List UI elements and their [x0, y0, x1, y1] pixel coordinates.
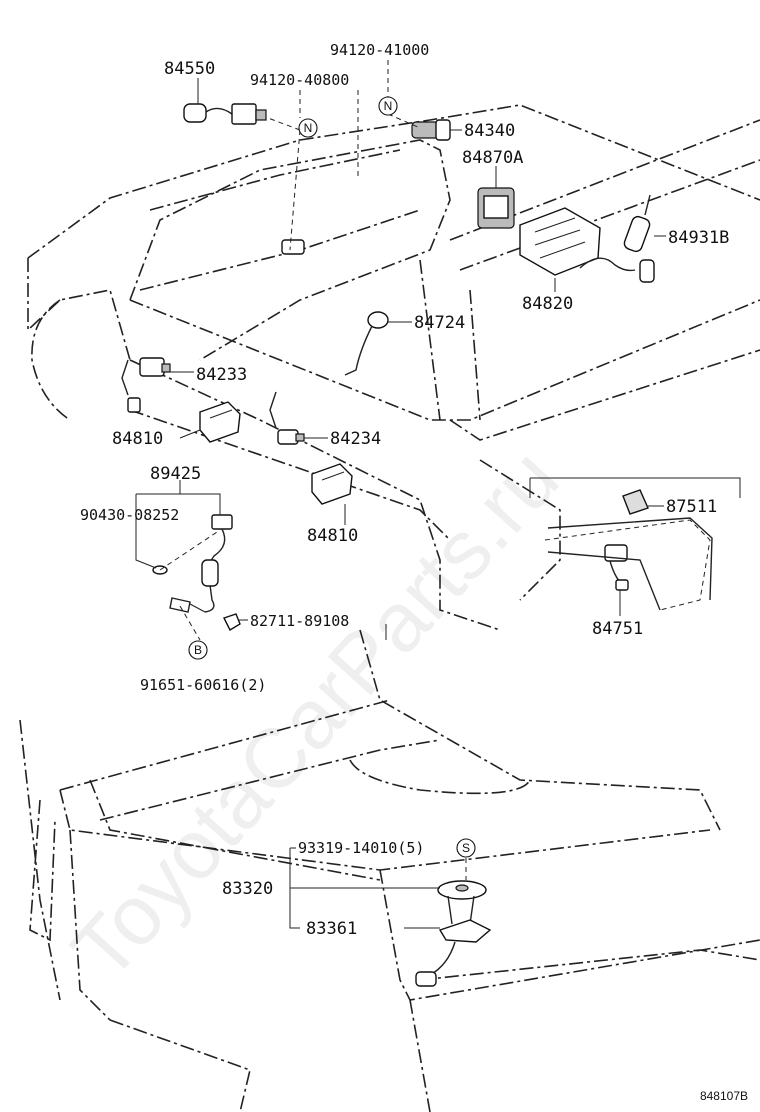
part-84751-sensor	[604, 544, 629, 591]
label-84233: 84233	[196, 365, 247, 385]
label-84724: 84724	[414, 313, 465, 333]
label-84870A: 84870A	[462, 148, 523, 168]
part-87511-pad	[622, 489, 649, 515]
label-94120-40800: 94120-40800	[250, 71, 349, 89]
marker-n-left: N	[298, 118, 318, 138]
leader-lines	[135, 60, 666, 929]
label-84550: 84550	[164, 59, 215, 79]
part-84931B-harness	[579, 194, 655, 283]
label-94120-41000: 94120-41000	[330, 41, 429, 59]
part-84810-upper-switch	[199, 401, 241, 443]
diagram-code: 848107B	[700, 1089, 748, 1103]
part-84233-switch	[121, 357, 171, 413]
label-84820: 84820	[522, 294, 573, 314]
label-84810-lower: 84810	[307, 526, 358, 546]
label-84234: 84234	[330, 429, 381, 449]
label-83361: 83361	[306, 919, 357, 939]
part-82711-clamp	[223, 613, 241, 631]
part-83320-83361-assembly	[415, 880, 492, 987]
label-84931B: 84931B	[668, 228, 729, 248]
part-labels: 84550 94120-40800 94120-41000 84340 8487…	[80, 41, 748, 1103]
label-84340: 84340	[464, 121, 515, 141]
part-84810-lower-switch	[311, 463, 353, 505]
label-93319-14010: 93319-14010(5)	[298, 839, 424, 857]
label-89425: 89425	[150, 464, 201, 484]
part-pillar-switch	[281, 239, 305, 255]
part-89425-sensor	[169, 514, 233, 613]
label-87511: 87511	[666, 497, 717, 517]
marker-b: B	[188, 640, 208, 660]
marker-s-text: S	[462, 841, 470, 855]
label-82711-89108: 82711-89108	[250, 612, 349, 630]
marker-n-right: N	[378, 96, 398, 116]
label-91651-60616: 91651-60616(2)	[140, 676, 266, 694]
marker-n-left-text: N	[304, 121, 313, 135]
part-84724-switch	[344, 311, 389, 376]
marker-n-right-text: N	[384, 99, 393, 113]
label-90430-08252: 90430-08252	[80, 506, 179, 524]
cab-outline	[27, 104, 760, 631]
part-84550-sensor	[183, 103, 267, 125]
marker-s: S	[456, 838, 476, 858]
label-84751: 84751	[592, 619, 643, 639]
inset-detail	[529, 477, 741, 611]
part-84870A-switch	[477, 187, 515, 229]
part-84340-switch	[411, 119, 451, 141]
part-84820-master-switch	[519, 207, 601, 276]
marker-b-text: B	[194, 643, 202, 657]
label-83320: 83320	[222, 879, 273, 899]
part-84234-switch	[269, 391, 305, 445]
label-84810-upper: 84810	[112, 429, 163, 449]
